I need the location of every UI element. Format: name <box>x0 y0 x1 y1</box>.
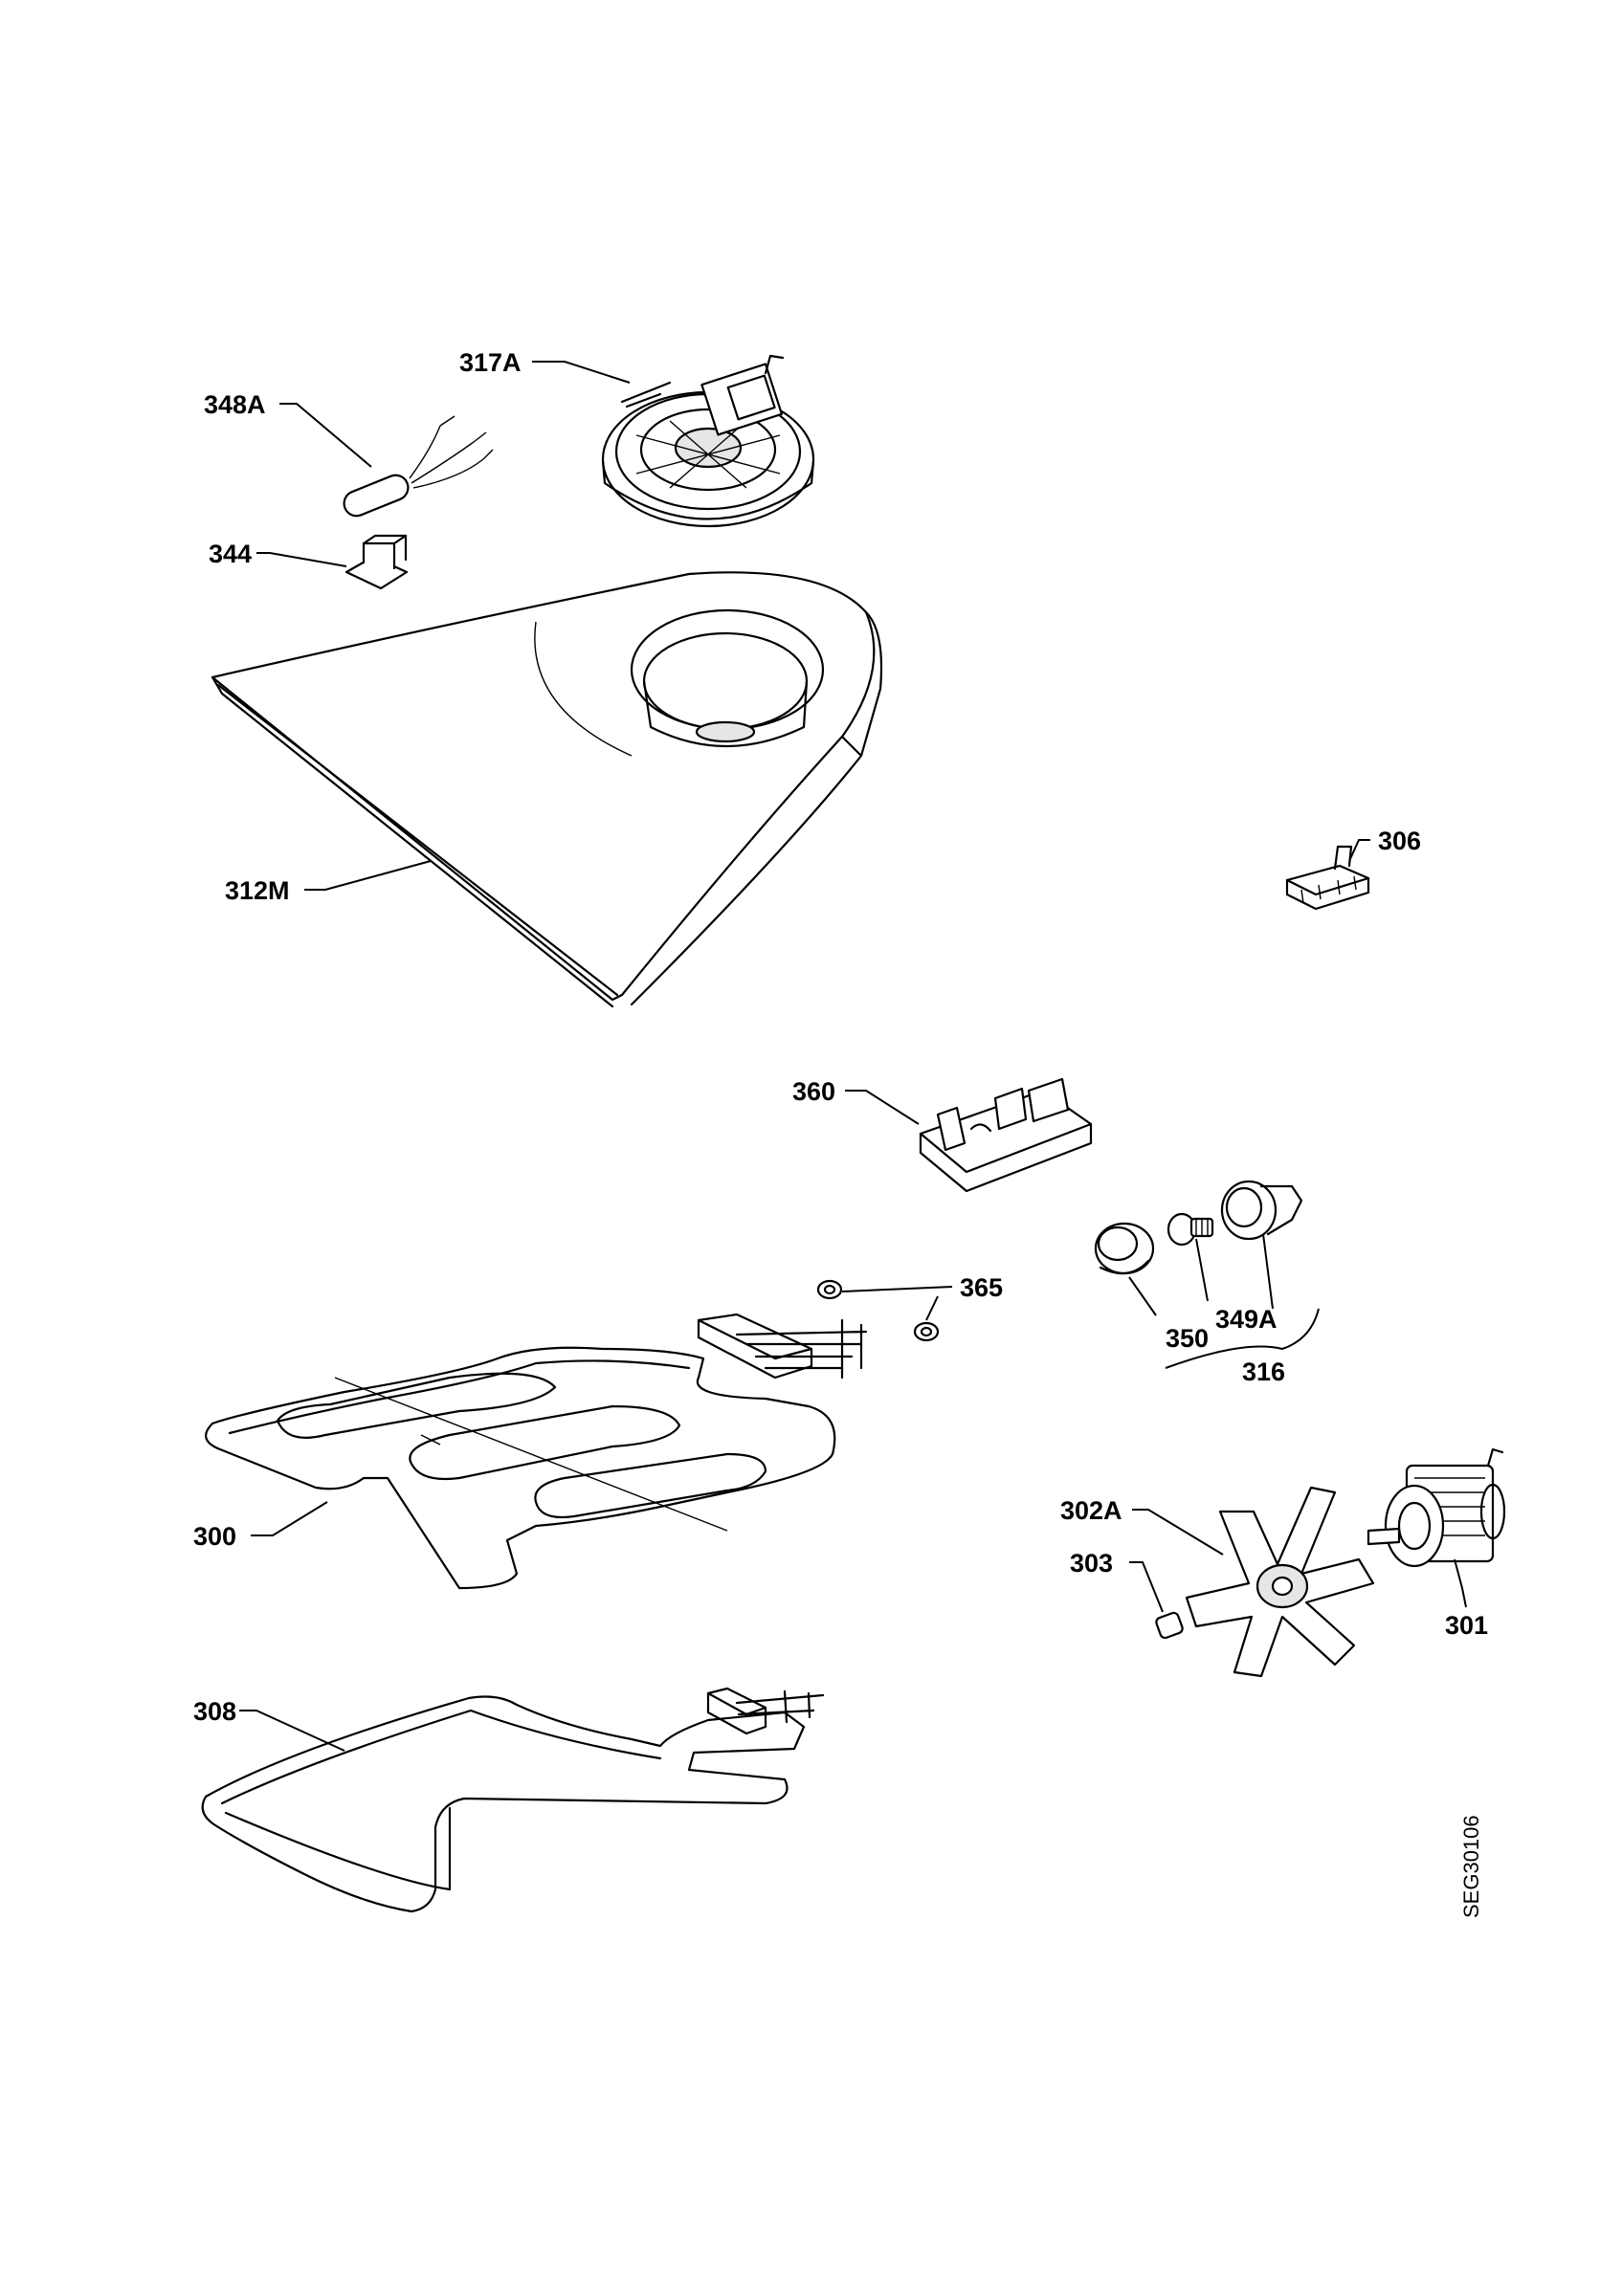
leader-348a <box>279 403 372 468</box>
part-308-heating-element <box>201 1687 825 1913</box>
part-301-fan-motor <box>1366 1447 1506 1568</box>
label-316: 316 <box>1242 1358 1285 1386</box>
part-365-nuts <box>816 1279 940 1342</box>
leader-308 <box>239 1710 345 1752</box>
leader-302a <box>1132 1509 1224 1556</box>
leader-301 <box>1454 1558 1467 1608</box>
leader-349a-holder <box>1262 1233 1274 1310</box>
label-360: 360 <box>792 1077 835 1106</box>
part-344-bracket <box>344 534 409 590</box>
leader-350 <box>1128 1276 1157 1316</box>
label-302a: 302A <box>1060 1496 1122 1525</box>
leader-303 <box>1129 1561 1164 1613</box>
part-300-grill-element <box>205 1313 868 1590</box>
part-317a-fan-assembly <box>601 354 815 528</box>
part-lamp-holder <box>1220 1180 1303 1241</box>
part-360-control-board <box>919 1077 1093 1193</box>
bracket-316 <box>1165 1308 1320 1369</box>
diagram-code: SEG30106 <box>1459 1815 1483 1918</box>
label-317a: 317A <box>459 348 522 377</box>
label-365: 365 <box>960 1273 1003 1302</box>
leader-317a <box>532 361 631 384</box>
leader-312m <box>304 860 432 891</box>
leader-306 <box>1348 839 1370 862</box>
part-303-fan-nut <box>1155 1611 1184 1640</box>
part-348a-capacitor <box>343 415 494 518</box>
label-312m: 312M <box>225 876 290 905</box>
part-302a-fan-blade <box>1185 1486 1375 1678</box>
leader-360 <box>845 1090 920 1125</box>
label-348a: 348A <box>204 390 266 419</box>
leader-300 <box>251 1501 328 1536</box>
part-312m-duct-cover <box>211 571 883 1008</box>
label-306: 306 <box>1378 827 1421 855</box>
leader-349a-bulb <box>1195 1238 1209 1302</box>
label-301: 301 <box>1445 1611 1488 1640</box>
part-306-terminal-block <box>1285 845 1370 911</box>
part-349a-lamp-bulb <box>1167 1212 1214 1247</box>
part-350-lamp-cover <box>1094 1222 1155 1275</box>
label-350: 350 <box>1166 1324 1209 1353</box>
label-308: 308 <box>193 1697 236 1726</box>
label-349a: 349A <box>1215 1305 1278 1334</box>
leader-344 <box>256 552 347 567</box>
label-300: 300 <box>193 1522 236 1551</box>
label-344: 344 <box>209 540 252 568</box>
label-303: 303 <box>1070 1549 1113 1578</box>
leader-365 <box>841 1286 953 1321</box>
